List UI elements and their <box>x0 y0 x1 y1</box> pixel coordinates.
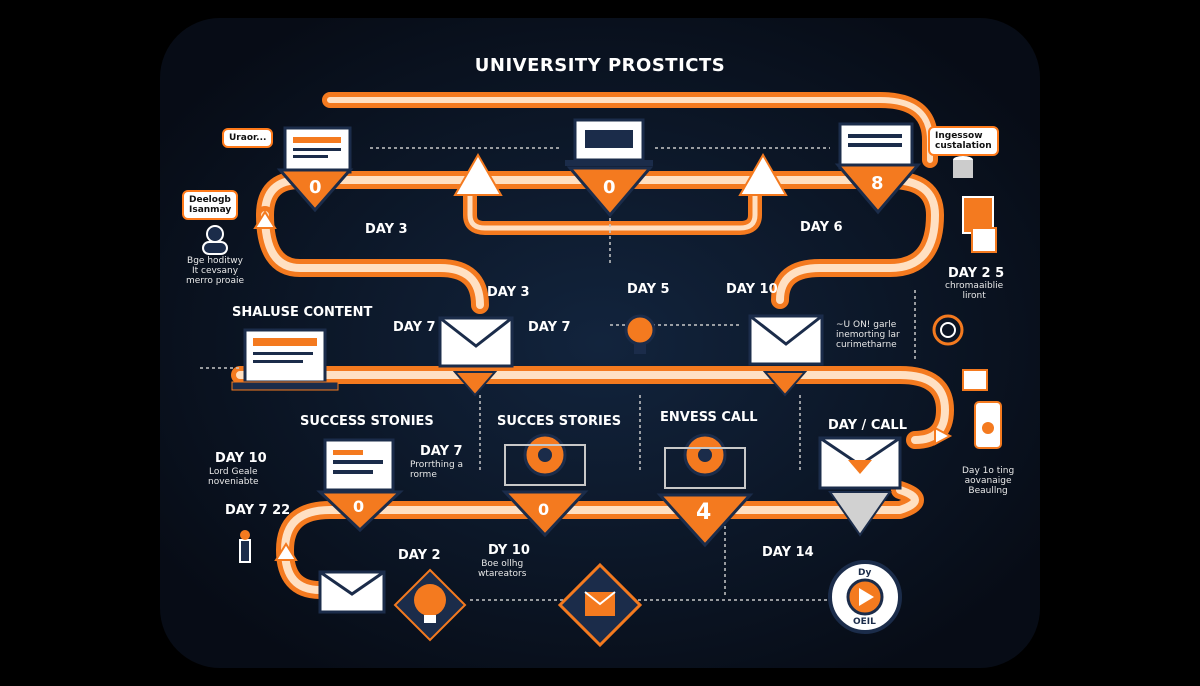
laptop-icon-3 <box>838 122 914 170</box>
label-day7-c-note: Prorrthing a rorme <box>410 460 464 480</box>
path-arrows <box>253 152 953 561</box>
lamp-icon-left <box>239 530 251 563</box>
play-button-icon <box>828 560 902 634</box>
label-day10-b-note: Lord Geale noveniabte <box>208 467 259 487</box>
badge-diamond-1 <box>276 168 354 213</box>
badge-diamond-3 <box>834 163 922 215</box>
badge-number-3: 8 <box>871 173 884 194</box>
badge-number-2: 0 <box>603 177 616 198</box>
database-icon-right <box>953 156 973 178</box>
laptop-icon-1 <box>283 126 352 174</box>
label-day10-b: DAY 10 <box>215 451 267 466</box>
label-day2: DAY 2 <box>398 548 441 563</box>
label-success-stories-2: SUCCES STORIES <box>497 414 622 429</box>
envelope-icon-2 <box>748 314 824 397</box>
dashboard-icon-1 <box>316 438 404 533</box>
user-icon-left <box>202 225 228 255</box>
arrow-up-icon <box>253 210 277 229</box>
label-day3-b: DAY 3 <box>487 285 530 300</box>
badge-number-6: 4 <box>696 500 712 525</box>
label-day3-a: DAY 3 <box>365 222 408 237</box>
label-day25: DAY 2 5 <box>948 266 1005 281</box>
label-success-stories-1: SUCCESS STONIES <box>300 414 434 429</box>
label-dy10: DY 10 <box>488 543 530 558</box>
laptop-icon-left <box>231 328 339 391</box>
label-day-right: Day 1o ting aovanaige Beaullng <box>962 466 1015 496</box>
label-envess-call: ENVESS CALL <box>660 410 758 425</box>
envelope-icon-1 <box>438 316 514 397</box>
label-shaluse-content: SHALUSE CONTENT <box>232 305 373 320</box>
badge-number-5: 0 <box>538 500 550 519</box>
phone-icon-right <box>974 401 1002 449</box>
documents-icon-right <box>962 196 997 253</box>
label-play-sub: OEIL <box>853 617 876 627</box>
chart-icon-right <box>962 369 988 391</box>
dotted-connectors <box>200 147 916 601</box>
label-day-call: DAY / CALL <box>828 418 907 433</box>
lightbulb-icon-2 <box>393 568 467 642</box>
mail-badge-icon <box>557 562 643 648</box>
label-right-small: ~U ON! garle inemorting lar curimetharne <box>836 320 900 350</box>
callout-left-mid: Deelogb Isanmay <box>182 190 239 220</box>
envelope-icon-4 <box>318 570 386 614</box>
label-day14: DAY 14 <box>762 545 814 560</box>
callout-top-left: Uraor... <box>222 128 274 148</box>
arrow-up-icon <box>274 542 298 561</box>
label-day5: DAY 5 <box>627 282 670 297</box>
badge-number-1: 0 <box>309 177 322 198</box>
label-left-small: Bge hoditwy It cevsany merro proaie <box>186 256 244 286</box>
label-day25-note: chromaaiblie liront <box>945 281 1004 301</box>
label-day7-b: DAY 7 <box>528 320 571 335</box>
label-day7-a: DAY 7 <box>393 320 436 335</box>
badge-number-4: 0 <box>353 497 365 516</box>
arrow-up-icon <box>738 152 788 196</box>
callout-top-right: Ingessow custalation <box>928 126 999 156</box>
lightbulb-icon-1 <box>624 314 656 354</box>
arrow-right-icon <box>934 426 953 446</box>
label-day7-c: DAY 7 <box>420 444 463 459</box>
label-play: Dy <box>858 568 872 578</box>
badge-diamond-2 <box>566 166 654 218</box>
label-day10-a: DAY 10 <box>726 282 778 297</box>
gear-icon-1 <box>501 433 589 538</box>
gear-icon-2 <box>656 433 754 548</box>
laptop-icon-2 <box>565 118 653 166</box>
arrow-up-icon <box>453 152 503 196</box>
envelope-icon-3 <box>818 436 902 537</box>
page-title: UNIVERSITY PROSTICTS <box>474 55 726 76</box>
label-day722: DAY 7 22 <box>225 503 291 518</box>
spiral-icon-right <box>932 314 964 346</box>
label-dy10-note: Boe ollhg wtareators <box>478 559 527 579</box>
label-day6: DAY 6 <box>800 220 843 235</box>
